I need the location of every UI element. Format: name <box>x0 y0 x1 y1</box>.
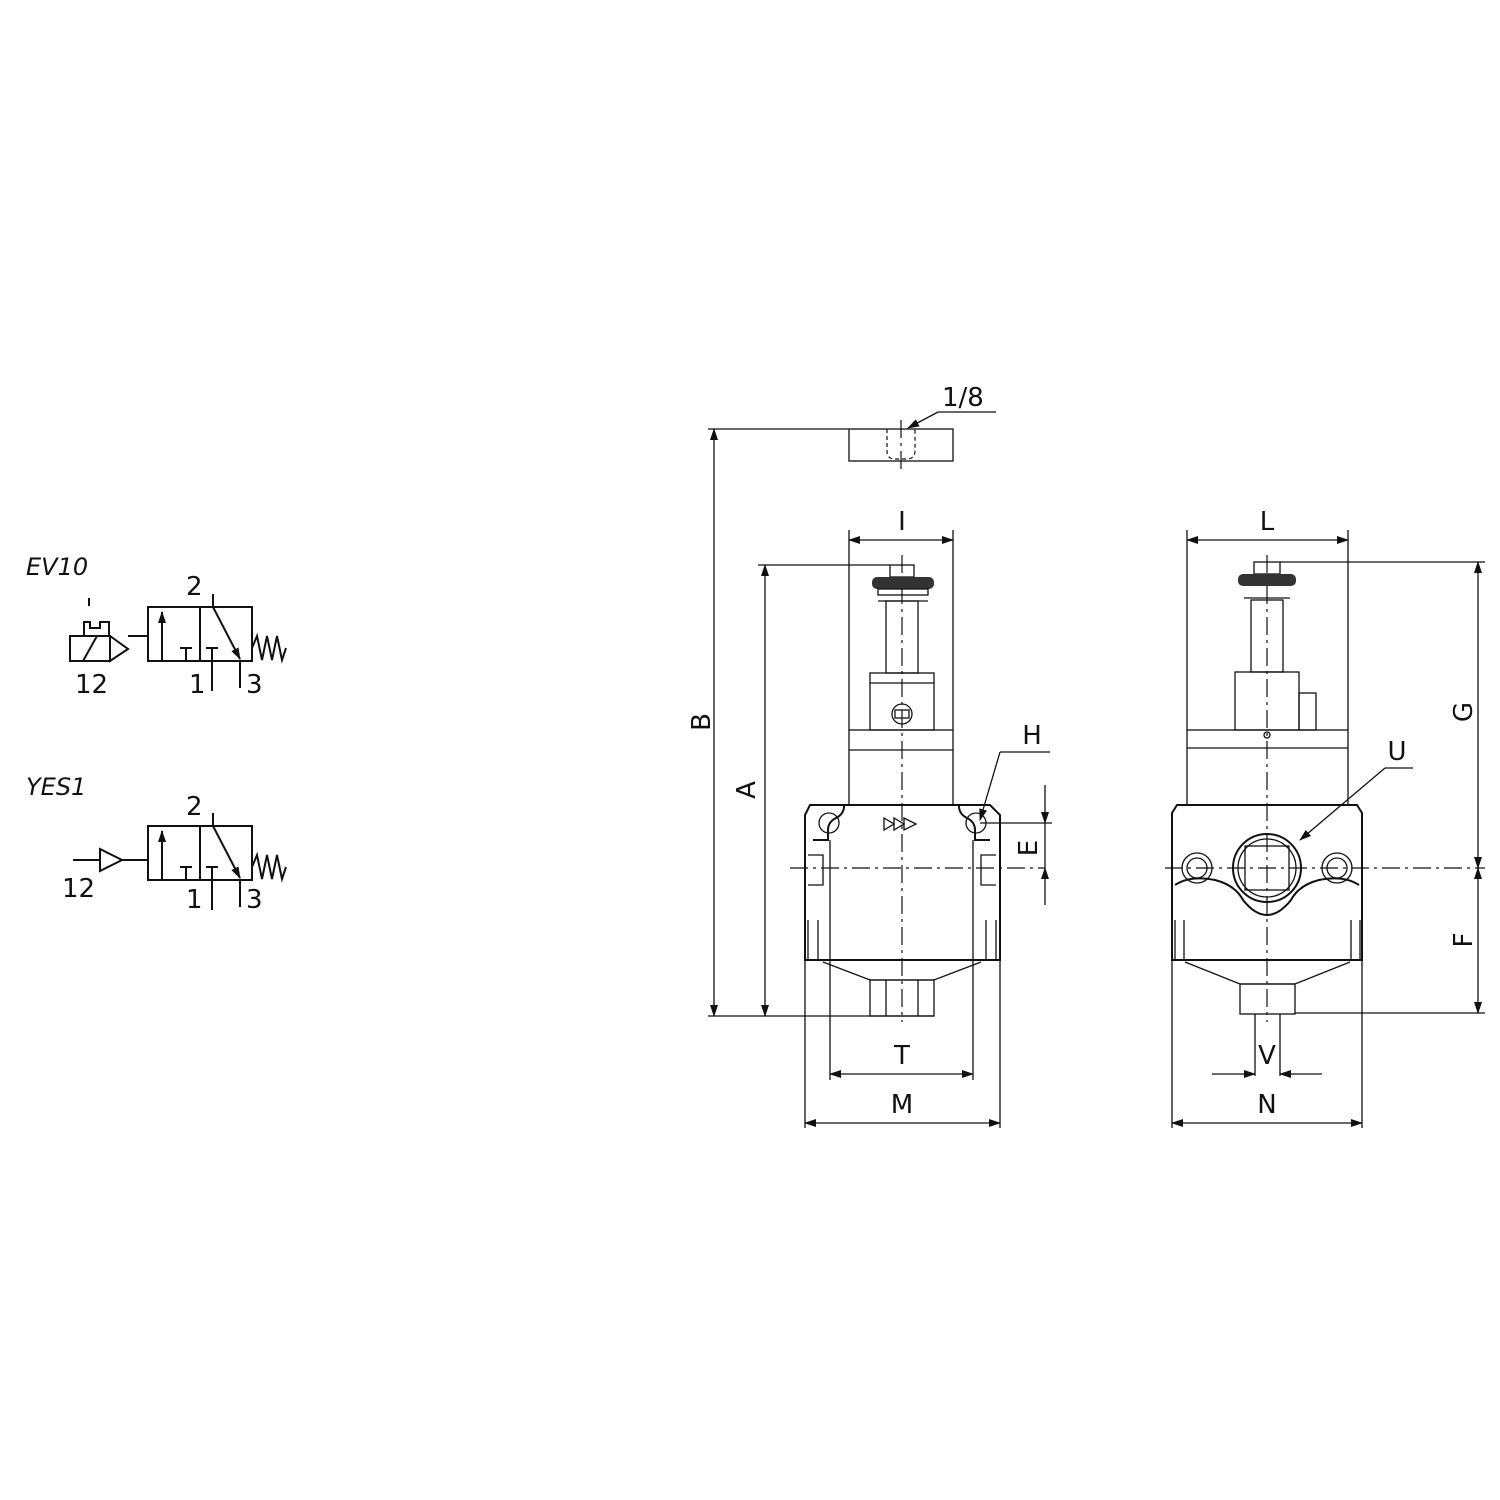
dim-f-label: F <box>1449 933 1479 948</box>
dim-g-label: G <box>1449 702 1479 722</box>
dim-u-label: U <box>1387 737 1406 767</box>
dim-i-label: I <box>898 507 906 537</box>
knurled-knob-icon <box>1238 574 1296 586</box>
port-1-label: 1 <box>189 670 206 700</box>
dim-v-label: V <box>1258 1041 1276 1071</box>
port-u-icon <box>1232 833 1302 903</box>
port-2-label: 2 <box>186 572 203 602</box>
dim-b-label: B <box>687 713 717 731</box>
ev10-schematic: EV10 2 12 1 3 <box>26 553 287 700</box>
port-1-label: 1 <box>186 885 203 915</box>
port-12-label: 12 <box>62 874 95 904</box>
dim-l-label: L <box>1260 507 1275 537</box>
dim-t-label: T <box>893 1041 910 1071</box>
thread-size-label: 1/8 <box>942 383 984 413</box>
yes1-schematic: YES1 2 12 1 3 <box>26 773 287 915</box>
front-view <box>790 555 1045 1128</box>
yes1-label: YES1 <box>26 773 86 801</box>
screw-icon <box>891 703 913 725</box>
pilot-triangle-icon <box>99 847 125 873</box>
dim-h-label: H <box>1022 721 1042 751</box>
port-3-label: 3 <box>246 670 263 700</box>
dim-e-label: E <box>1014 840 1044 856</box>
flow-direction-icon <box>883 816 918 832</box>
side-dimensions: L G F U V N <box>1171 507 1485 1127</box>
port-3-label: 3 <box>246 885 263 915</box>
dim-m-label: M <box>891 1090 913 1120</box>
knurled-knob-icon <box>872 577 934 589</box>
front-dimensions: B A I T M E H <box>687 428 1052 1127</box>
port-2-label: 2 <box>186 792 203 822</box>
ev10-label: EV10 <box>26 553 88 581</box>
dim-a-label: A <box>732 781 762 799</box>
side-view <box>1165 530 1485 1128</box>
top-view: 1/8 <box>848 383 996 470</box>
spring-icon <box>251 851 287 883</box>
dim-n-label: N <box>1257 1090 1276 1120</box>
spring-icon <box>251 632 287 664</box>
port-12-label: 12 <box>75 670 108 700</box>
